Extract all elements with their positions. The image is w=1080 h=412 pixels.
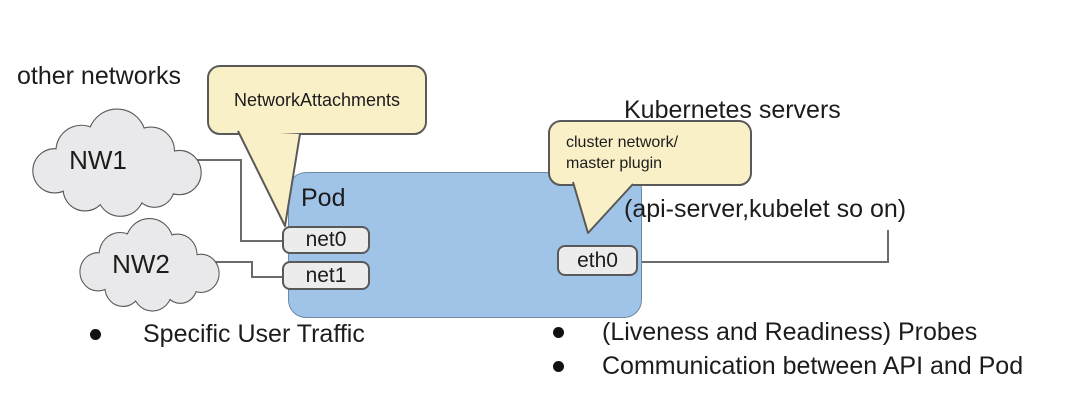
bullet-communication-api-pod: Communication between API and Pod	[553, 352, 1023, 381]
bullet-dot-icon	[553, 361, 564, 372]
bullet-dot-icon	[90, 329, 101, 340]
bullet-liveness-readiness-probes: (Liveness and Readiness) Probes	[553, 318, 977, 347]
bullet-liveness-readiness-probes-text: (Liveness and Readiness) Probes	[602, 318, 978, 346]
kubernetes-servers-line2: (api-server,kubelet so on)	[624, 195, 907, 223]
cloud-nw1-label: NW1	[69, 145, 127, 175]
interface-net0: net0	[282, 226, 370, 254]
callout-cluster-network-line2: master plugin	[566, 155, 663, 172]
callout-cluster-network-line1: cluster network/	[566, 134, 679, 151]
bullet-communication-api-pod-text: Communication between API and Pod	[602, 352, 1024, 380]
kubernetes-servers-heading: Kubernetes servers (api-server,kubelet s…	[624, 28, 906, 292]
bullet-dot-icon	[553, 327, 564, 338]
pod-label: Pod	[301, 184, 346, 212]
cloud-nw2-label: NW2	[112, 249, 170, 279]
bullet-specific-user-traffic: Specific User Traffic	[90, 320, 365, 349]
bullet-specific-user-traffic-text: Specific User Traffic	[143, 320, 365, 348]
kubernetes-servers-line1: Kubernetes servers	[624, 96, 841, 124]
callout-network-attachments: NetworkAttachments	[207, 65, 427, 135]
interface-eth0: eth0	[557, 245, 638, 276]
connector-nw1-to-net0	[185, 159, 283, 242]
callout-cluster-network: cluster network/ master plugin	[548, 120, 752, 186]
connector-nw2-to-net1	[200, 261, 283, 278]
interface-net1: net1	[282, 261, 370, 290]
callout-network-attachments-text: NetworkAttachments	[233, 89, 401, 110]
other-networks-heading: other networks	[17, 62, 181, 90]
